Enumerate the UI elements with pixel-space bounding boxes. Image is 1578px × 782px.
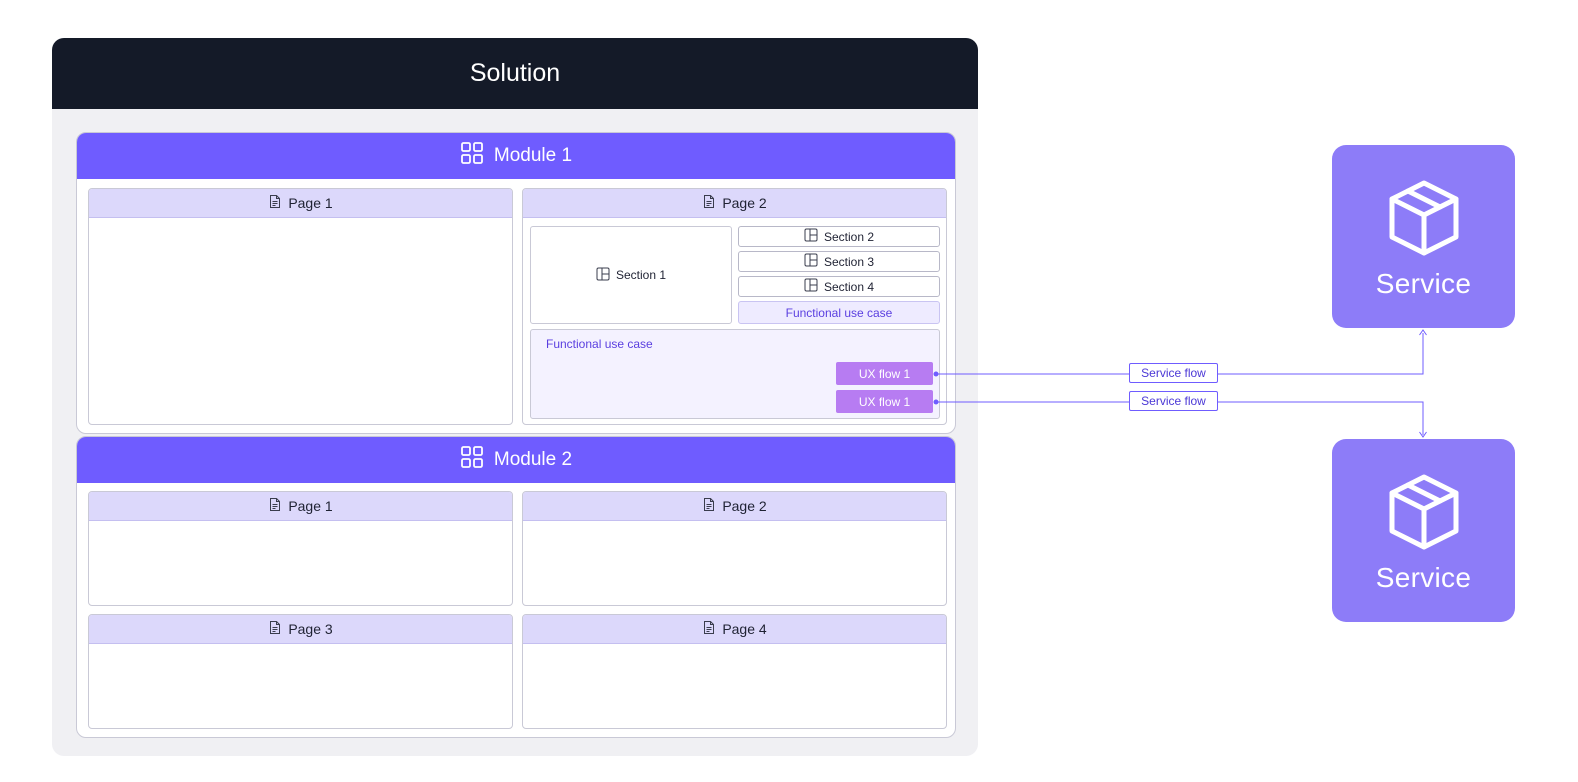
page-title: Page 1 — [288, 498, 333, 514]
section-2[interactable]: Section 2 — [738, 226, 940, 247]
functional-use-case-label: Functional use case — [785, 305, 893, 320]
module-1-page-2[interactable]: Page 2 Section 1 Section 2 Section 3 Sec… — [522, 188, 947, 425]
layout-icon — [804, 253, 818, 270]
grid-icon — [460, 141, 484, 171]
page-header: Page 4 — [523, 615, 946, 644]
page-title: Page 3 — [288, 621, 333, 637]
ux-flow-label: UX flow 1 — [858, 366, 911, 381]
module-1-header: Module 1 — [77, 133, 955, 179]
service-card-top[interactable]: Service — [1332, 145, 1515, 328]
service-label: Service — [1375, 268, 1472, 299]
module-2-page-2[interactable]: Page 2 — [522, 491, 947, 606]
module-2-page-3[interactable]: Page 3 — [88, 614, 513, 729]
page-header: Page 3 — [89, 615, 512, 644]
functional-use-case-block[interactable]: Functional use case UX flow 1 UX flow 1 — [530, 329, 940, 419]
service-label: Service — [1375, 562, 1472, 593]
arrow-down-icon — [1419, 431, 1427, 438]
module-2[interactable]: Module 2 Page 1 Page 2 Page 3 Page 4 — [76, 436, 956, 738]
solution-header: Solution — [52, 38, 978, 109]
package-icon — [1387, 439, 1461, 556]
document-icon — [702, 620, 716, 638]
document-icon — [702, 194, 716, 212]
layout-icon — [596, 267, 610, 284]
page-header: Page 1 — [89, 492, 512, 521]
module-2-page-1[interactable]: Page 1 — [88, 491, 513, 606]
page-header: Page 2 — [523, 189, 946, 218]
section-label: Section 4 — [823, 279, 875, 294]
page-title: Page 2 — [722, 498, 767, 514]
page-title: Page 1 — [288, 195, 333, 211]
section-label: Section 3 — [823, 254, 875, 269]
layout-icon — [804, 278, 818, 295]
service-flow-label-b[interactable]: Service flow — [1129, 391, 1218, 411]
functional-use-case-title: Functional use case — [546, 337, 653, 351]
ux-flow-button-b[interactable]: UX flow 1 — [836, 390, 933, 413]
document-icon — [268, 194, 282, 212]
page-title: Page 2 — [722, 195, 767, 211]
service-flow-label-a[interactable]: Service flow — [1129, 363, 1218, 383]
grid-icon — [460, 445, 484, 475]
flow-label-text: Service flow — [1141, 394, 1206, 408]
flow-label-text: Service flow — [1141, 366, 1206, 380]
section-4[interactable]: Section 4 — [738, 276, 940, 297]
page-header: Page 1 — [89, 189, 512, 218]
service-card-bottom[interactable]: Service — [1332, 439, 1515, 622]
solution-title: Solution — [469, 59, 561, 87]
package-icon — [1387, 145, 1461, 262]
module-2-title: Module 2 — [493, 449, 573, 470]
document-icon — [268, 497, 282, 515]
module-1-page-1[interactable]: Page 1 — [88, 188, 513, 425]
module-2-page-4[interactable]: Page 4 — [522, 614, 947, 729]
module-2-header: Module 2 — [77, 437, 955, 483]
section-label: Section 1 — [615, 268, 667, 282]
layout-icon — [804, 228, 818, 245]
module-1[interactable]: Module 1 Page 1 Page 2 Section 1 Section… — [76, 132, 956, 434]
ux-flow-label: UX flow 1 — [858, 394, 911, 409]
document-icon — [702, 497, 716, 515]
section-3[interactable]: Section 3 — [738, 251, 940, 272]
module-1-title: Module 1 — [493, 145, 573, 166]
arrow-up-icon — [1419, 329, 1427, 336]
section-1[interactable]: Section 1 — [530, 226, 732, 324]
section-label: Section 2 — [823, 229, 875, 244]
page-title: Page 4 — [722, 621, 767, 637]
page-header: Page 2 — [523, 492, 946, 521]
ux-flow-button-a[interactable]: UX flow 1 — [836, 362, 933, 385]
document-icon — [268, 620, 282, 638]
functional-use-case-chip[interactable]: Functional use case — [738, 301, 940, 324]
